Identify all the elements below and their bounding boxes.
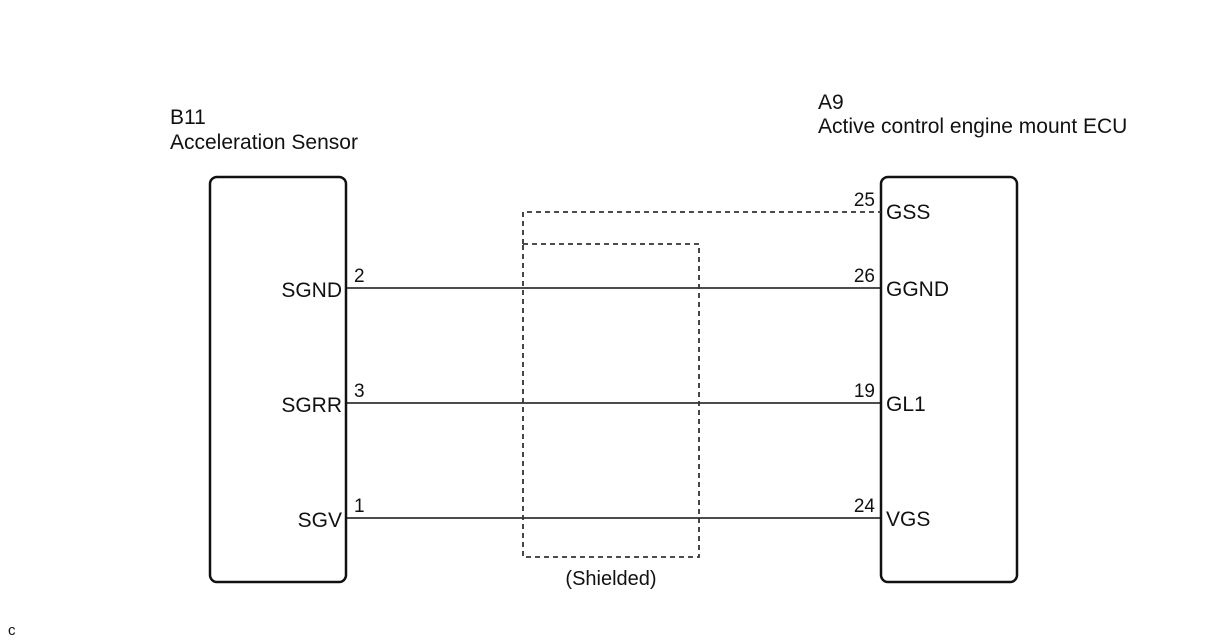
ecu-terminal-gl1: GL1 bbox=[886, 393, 926, 416]
sensor-terminal-sgrr: SGRR bbox=[281, 394, 342, 417]
sensor-pin-3: 3 bbox=[354, 381, 365, 402]
sensor-code: B11 bbox=[170, 106, 206, 129]
corner-mark: c bbox=[8, 622, 16, 639]
shield-box bbox=[522, 243, 700, 558]
sensor-terminal-sgv: SGV bbox=[298, 509, 342, 532]
ecu-code: A9 bbox=[818, 91, 844, 114]
ecu-pin-19: 19 bbox=[854, 381, 875, 402]
shield-drain-wire bbox=[522, 211, 881, 244]
ecu-terminal-vgs: VGS bbox=[886, 508, 930, 531]
ecu-pin-26: 26 bbox=[854, 266, 875, 287]
sensor-pin-2: 2 bbox=[354, 266, 365, 287]
sensor-pin-1: 1 bbox=[354, 496, 365, 517]
ecu-pin-24: 24 bbox=[854, 496, 876, 517]
ecu-name: Active control engine mount ECU bbox=[818, 115, 1127, 138]
ecu-pin-25: 25 bbox=[854, 190, 875, 211]
sensor-name: Acceleration Sensor bbox=[170, 131, 358, 154]
ecu-box bbox=[879, 175, 1019, 584]
ecu-terminal-ggnd: GGND bbox=[886, 278, 949, 301]
sensor-box bbox=[208, 175, 348, 584]
ecu-terminal-gss: GSS bbox=[886, 201, 930, 224]
sensor-terminal-sgnd: SGND bbox=[281, 279, 342, 302]
shield-label: (Shielded) bbox=[565, 568, 656, 590]
